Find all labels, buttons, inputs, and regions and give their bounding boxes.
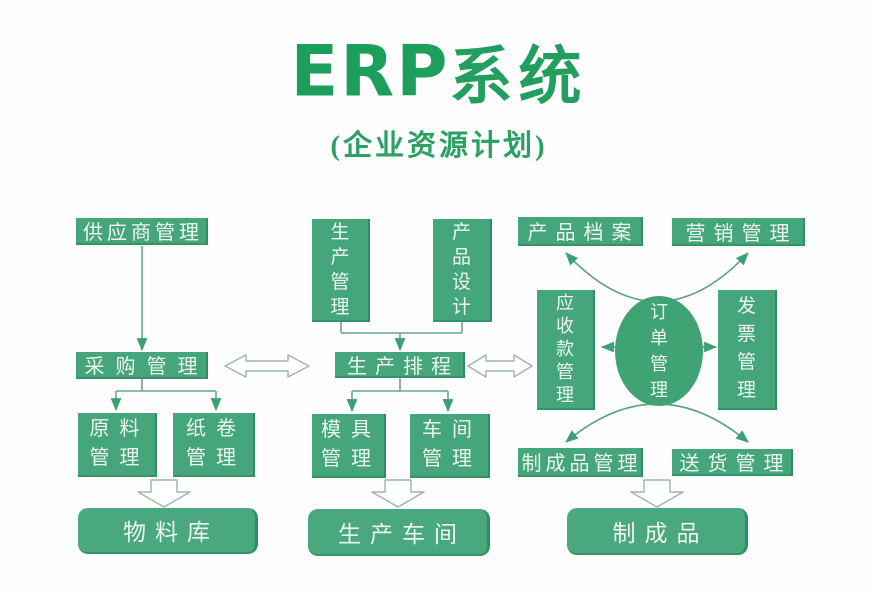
node-mold-management: 模具管理 xyxy=(312,414,386,478)
block-arrow-to-finished-goods xyxy=(630,479,684,508)
block-arrow-to-material-store xyxy=(137,479,191,508)
node-label: 发票管理 xyxy=(736,296,756,401)
node-product-archive: 产品档案 xyxy=(518,217,643,246)
node-finished-product-management: 制成品管理 xyxy=(518,448,643,477)
node-product-design: 产品设计 xyxy=(433,219,492,322)
arrow-merge-to-scheduling xyxy=(340,322,463,352)
node-label: 物料库 xyxy=(123,520,219,545)
node-finished-goods: 制成品 xyxy=(567,508,748,555)
node-workshop-management: 车间管理 xyxy=(410,414,490,478)
node-purchasing-management: 采购管理 xyxy=(76,352,208,379)
node-label: 原料管理 xyxy=(89,418,150,469)
node-material-store: 物料库 xyxy=(78,508,258,554)
node-label: 供应商管理 xyxy=(83,222,203,244)
node-label: 产品设计 xyxy=(451,221,471,318)
node-label: 产品档案 xyxy=(527,222,640,244)
node-marketing-management: 营销管理 xyxy=(672,218,805,246)
node-label: 模具管理 xyxy=(321,419,381,470)
page-subtitle: (企业资源计划) xyxy=(330,130,548,162)
node-paper-roll-management: 纸卷管理 xyxy=(173,413,255,477)
node-supplier-management: 供应商管理 xyxy=(76,218,208,245)
node-label: 制成品 xyxy=(612,520,709,546)
double-arrow-scheduling-receivables xyxy=(467,354,533,378)
title-cn: 系统 xyxy=(449,42,588,112)
node-production-management: 生产管理 xyxy=(312,219,370,322)
node-delivery-management: 送货管理 xyxy=(672,449,793,476)
page-title: ERP系统 xyxy=(0,26,878,117)
node-production-floor: 生产车间 xyxy=(308,509,490,556)
arrow-scheduling-branch xyxy=(346,377,454,413)
node-label: 应收款管理 xyxy=(556,292,574,405)
node-receivables-management: 应收款管理 xyxy=(537,290,595,410)
node-label: 营销管理 xyxy=(685,222,798,245)
node-label: 生产车间 xyxy=(338,521,466,547)
node-label: 车间管理 xyxy=(422,419,482,470)
node-raw-material-management: 原料管理 xyxy=(78,413,157,477)
node-label: 纸卷管理 xyxy=(186,418,246,469)
node-label: 订单管理 xyxy=(650,302,668,400)
node-label: 生产排程 xyxy=(347,355,459,378)
node-label: 生产管理 xyxy=(330,221,350,318)
double-arrow-purchasing-scheduling xyxy=(224,354,310,378)
node-label: 采购管理 xyxy=(84,356,209,378)
block-arrow-to-production-floor xyxy=(371,479,425,508)
title-erp: ERP xyxy=(290,30,450,113)
node-label: 送货管理 xyxy=(679,453,792,475)
node-production-scheduling: 生产排程 xyxy=(335,352,465,378)
arrow-purchasing-branch xyxy=(110,379,222,412)
node-order-management: 订单管理 xyxy=(615,296,703,406)
node-label: 制成品管理 xyxy=(521,453,642,475)
node-invoice-management: 发票管理 xyxy=(718,290,777,410)
